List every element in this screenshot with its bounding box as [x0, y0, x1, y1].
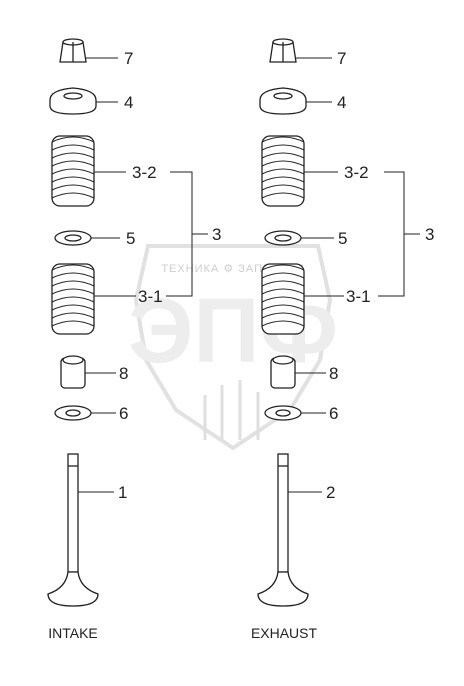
exhaust-caption: EXHAUST — [251, 625, 318, 641]
exhaust-callout-valve: 2 — [326, 483, 335, 502]
exhaust-stem-seal — [270, 355, 296, 389]
leader-lines — [78, 57, 420, 493]
watermark-wheat-icon — [203, 380, 260, 440]
exhaust-callout-outer-spring: 3-2 — [344, 163, 369, 182]
intake-callout-stem-seal: 8 — [119, 364, 128, 383]
intake-valve-retainer — [59, 38, 87, 63]
exhaust-upper-spring-seat — [259, 87, 307, 115]
exhaust-valve — [257, 453, 309, 607]
exhaust-callout-upper-seat: 4 — [337, 93, 346, 112]
watermark-shield — [133, 244, 333, 451]
exhaust-callout-lower-seat: 6 — [329, 404, 338, 423]
intake-stem-seal — [60, 355, 86, 389]
exhaust-inner-spring — [261, 263, 305, 335]
intake-outer-spring — [51, 135, 95, 207]
intake-callout-spring-assembly: 3 — [212, 225, 221, 244]
exhaust-callout-stem-seal: 8 — [329, 364, 338, 383]
exhaust-callout-spring-assembly: 3 — [425, 225, 434, 244]
exhaust-callout-retainer: 7 — [337, 49, 346, 68]
exhaust-valve-retainer — [269, 38, 297, 63]
intake-callout-inner-spring: 3-1 — [138, 287, 163, 306]
exhaust-outer-spring — [261, 135, 305, 207]
exhaust-column — [257, 38, 309, 607]
exhaust-lower-spring-seat — [264, 405, 302, 421]
intake-spring-washer — [54, 230, 92, 246]
exhaust-spring-washer — [264, 230, 302, 246]
exhaust-callout-inner-spring: 3-1 — [346, 287, 371, 306]
intake-lower-spring-seat — [54, 405, 92, 421]
intake-callout-washer: 5 — [126, 229, 135, 248]
intake-callout-lower-seat: 6 — [119, 404, 128, 423]
exhaust-callout-washer: 5 — [338, 229, 347, 248]
intake-valve — [47, 453, 99, 607]
intake-caption: INTAKE — [48, 625, 98, 641]
intake-callout-valve: 1 — [118, 483, 127, 502]
intake-callout-upper-seat: 4 — [124, 93, 133, 112]
intake-column — [47, 38, 99, 607]
intake-upper-spring-seat — [49, 87, 97, 115]
intake-callout-retainer: 7 — [124, 49, 133, 68]
intake-callout-outer-spring: 3-2 — [132, 163, 157, 182]
intake-inner-spring — [51, 263, 95, 335]
watermark: ЭПФ ТЕХНИКА ⚙ ЗАПЧАСТИ — [128, 244, 338, 451]
